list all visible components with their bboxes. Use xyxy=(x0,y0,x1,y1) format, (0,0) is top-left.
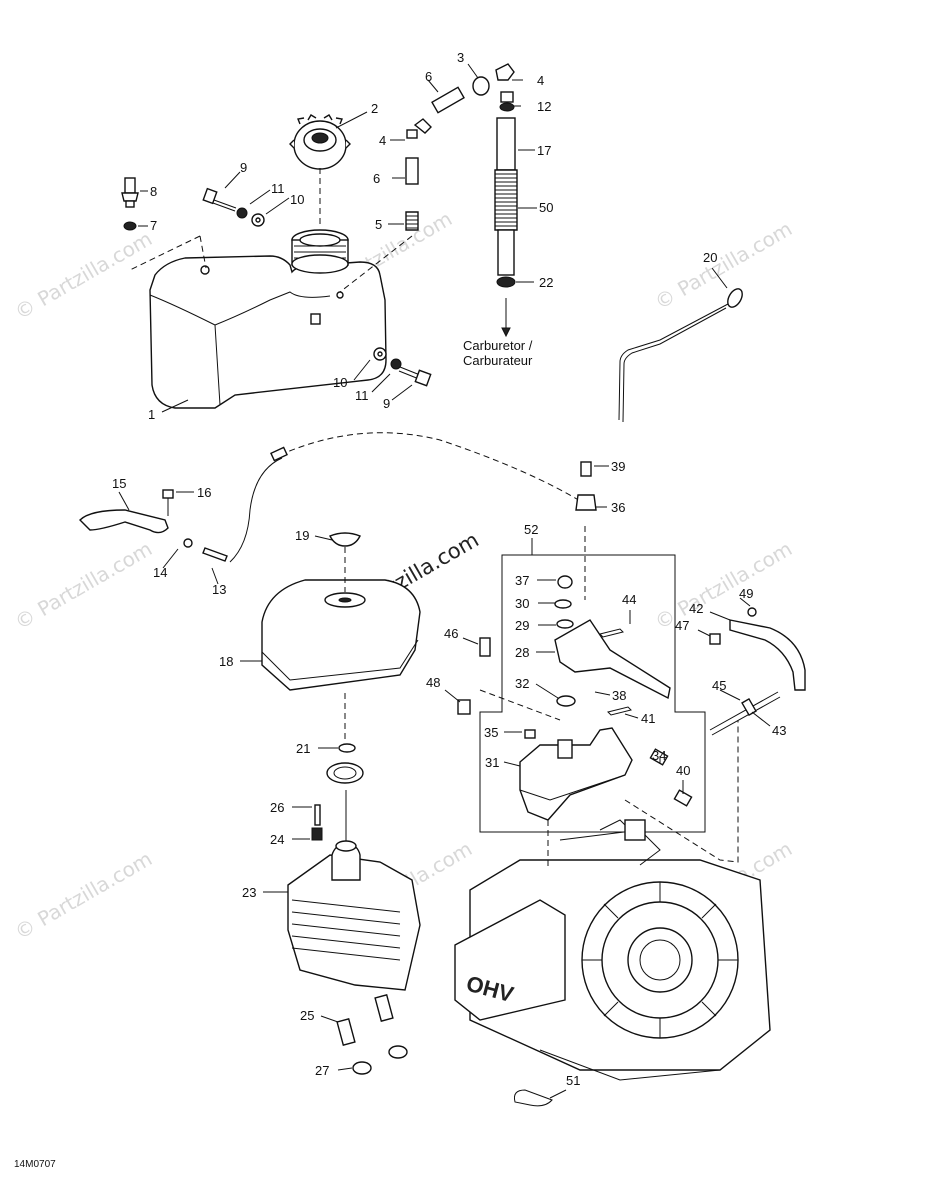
choke-cable xyxy=(618,288,743,423)
callout-17: 17 xyxy=(537,143,551,158)
callout-13: 13 xyxy=(212,582,226,597)
watermark: © Partzilla.com xyxy=(11,226,157,324)
callout-27: 27 xyxy=(315,1063,329,1078)
callout-15: 15 xyxy=(112,476,126,491)
callout-28: 28 xyxy=(515,645,529,660)
callout-6: 6 xyxy=(373,171,380,186)
callout-11: 11 xyxy=(355,388,369,403)
callout-43: 43 xyxy=(772,723,786,738)
fuel-tank xyxy=(149,229,387,409)
vent-valve xyxy=(121,177,139,231)
callout-30: 30 xyxy=(515,596,529,611)
watermark: © Partzilla.com xyxy=(11,846,157,944)
callout-48: 48 xyxy=(426,675,440,690)
callout-40: 40 xyxy=(676,763,690,778)
callout-3: 3 xyxy=(457,50,464,65)
throttle-lever xyxy=(79,489,228,562)
callout-4: 4 xyxy=(379,133,386,148)
cylinder-part xyxy=(287,790,421,1075)
assembly-lines-top xyxy=(129,168,413,293)
callout-25: 25 xyxy=(300,1008,314,1023)
callout-12: 12 xyxy=(537,99,551,114)
callout-6: 6 xyxy=(425,69,432,84)
callout-4: 4 xyxy=(537,73,544,88)
callout-35: 35 xyxy=(484,725,498,740)
callout-9: 9 xyxy=(383,396,390,411)
callout-labels: 1 2 3 4 4 5 6 6 7 8 9 9 10 10 11 11 12 1… xyxy=(112,50,786,1088)
callout-41: 41 xyxy=(641,711,655,726)
governor-bracket xyxy=(457,461,693,821)
callout-26: 26 xyxy=(270,800,284,815)
callout-36: 36 xyxy=(611,500,625,515)
diagram-code: 14M0707 xyxy=(14,1159,56,1170)
callout-52: 52 xyxy=(524,522,538,537)
callout-38: 38 xyxy=(612,688,626,703)
fuel-cap xyxy=(289,114,351,170)
callout-32: 32 xyxy=(515,676,529,691)
leader-lines xyxy=(118,63,771,1099)
air-filter-cover xyxy=(261,532,421,784)
callout-1: 1 xyxy=(148,407,155,422)
callout-18: 18 xyxy=(219,654,233,669)
watermark: © Partzilla.com xyxy=(651,536,797,634)
callout-47: 47 xyxy=(675,618,689,633)
tank-screw-bottom xyxy=(373,347,432,387)
callout-50: 50 xyxy=(539,200,553,215)
fuel-line-assembly xyxy=(405,63,518,338)
callout-37: 37 xyxy=(515,573,529,588)
engine: OHV xyxy=(454,720,771,1081)
callout-49: 49 xyxy=(739,586,753,601)
callout-22: 22 xyxy=(539,275,553,290)
watermark: © Partzilla.com xyxy=(11,536,157,634)
callout-31: 31 xyxy=(485,755,499,770)
callout-45: 45 xyxy=(712,678,726,693)
callout-8: 8 xyxy=(150,184,157,199)
callout-23: 23 xyxy=(242,885,256,900)
callout-21: 21 xyxy=(296,741,310,756)
callout-9: 9 xyxy=(240,160,247,175)
callout-10: 10 xyxy=(333,375,347,390)
callout-14: 14 xyxy=(153,565,167,580)
callout-20: 20 xyxy=(703,250,717,265)
callout-16: 16 xyxy=(197,485,211,500)
callout-39: 39 xyxy=(611,459,625,474)
callout-46: 46 xyxy=(444,626,458,641)
carburetor-note: Carburetor /Carburateur xyxy=(463,338,533,368)
watermark: © Partzilla.com xyxy=(651,216,797,314)
callout-10: 10 xyxy=(290,192,304,207)
callout-44: 44 xyxy=(622,592,636,607)
callout-5: 5 xyxy=(375,217,382,232)
callout-19: 19 xyxy=(295,528,309,543)
callout-11: 11 xyxy=(271,181,285,196)
throttle-cable xyxy=(229,432,588,563)
callout-7: 7 xyxy=(150,218,157,233)
tank-screw-top xyxy=(202,187,265,227)
callout-29: 29 xyxy=(515,618,529,633)
callout-51: 51 xyxy=(566,1073,580,1088)
callout-42: 42 xyxy=(689,601,703,616)
callout-24: 24 xyxy=(270,832,284,847)
throttle-link xyxy=(709,607,806,736)
callout-34: 34 xyxy=(652,748,666,763)
cotter-pin xyxy=(514,1089,553,1107)
callout-2: 2 xyxy=(371,101,378,116)
governor-assembly-frame xyxy=(479,554,706,833)
